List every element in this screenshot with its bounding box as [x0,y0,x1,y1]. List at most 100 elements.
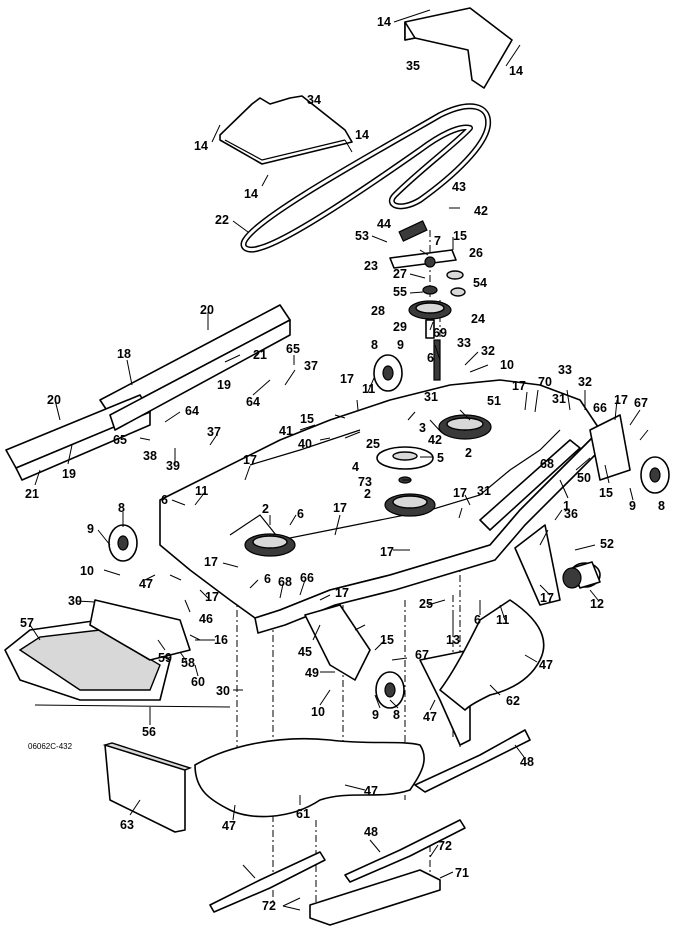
drawing-code: 06062C-432 [28,742,73,751]
callout-2: 2 [465,446,472,460]
callout-55: 55 [393,285,407,299]
callout-9: 9 [87,522,94,536]
callout-20: 20 [200,303,214,317]
callout-13: 13 [446,633,460,647]
callout-47: 47 [364,784,378,798]
gauge-wheels [108,354,670,709]
callout-47: 47 [139,577,153,591]
callout-69: 69 [433,326,447,340]
anti-scalp-roller [562,561,601,589]
callout-42: 42 [474,204,488,218]
callout-15: 15 [599,486,613,500]
callout-23: 23 [364,259,378,273]
callout-67: 67 [634,396,648,410]
callout-6: 6 [474,613,481,627]
callout-27: 27 [393,267,407,281]
callout-50: 50 [577,471,591,485]
callout-20: 20 [47,393,61,407]
callout-14: 14 [244,187,258,201]
callout-63: 63 [120,818,134,832]
callout-31: 31 [477,484,491,498]
callout-35: 35 [406,59,420,73]
callout-6: 6 [427,351,434,365]
callout-36: 36 [564,507,578,521]
callout-44: 44 [377,217,391,231]
callout-59: 59 [158,651,172,665]
callout-52: 52 [600,537,614,551]
callout-4: 4 [352,460,359,474]
callout-18: 18 [117,347,131,361]
callout-65: 65 [113,433,127,447]
callout-47: 47 [423,710,437,724]
callout-17: 17 [204,555,218,569]
callouts: 14 35 14 34 14 14 14 22 43 42 44 53 7 15… [20,15,665,913]
callout-2: 2 [364,487,371,501]
deck-baffles [194,599,545,818]
callout-29: 29 [393,320,407,334]
callout-71: 71 [455,866,469,880]
callout-5: 5 [437,451,444,465]
callout-10: 10 [311,705,325,719]
callout-72: 72 [262,899,276,913]
callout-34: 34 [307,93,321,107]
callout-31: 31 [424,390,438,404]
callout-31: 31 [552,392,566,406]
callout-60: 60 [191,675,205,689]
callout-32: 32 [578,375,592,389]
callout-67: 67 [415,648,429,662]
callout-10: 10 [80,564,94,578]
callout-17: 17 [380,545,394,559]
callout-9: 9 [629,499,636,513]
callout-42: 42 [428,433,442,447]
belt-cover-rear [404,7,513,89]
callout-40: 40 [298,437,312,451]
callout-11: 11 [362,382,375,396]
callout-33: 33 [558,363,572,377]
callout-9: 9 [372,708,379,722]
callout-41: 41 [279,424,293,438]
callout-48: 48 [364,825,378,839]
drive-belt [240,103,492,253]
callout-15: 15 [300,412,314,426]
callout-17: 17 [340,372,354,386]
callout-17: 17 [540,591,554,605]
spindle-pulleys [244,414,492,557]
callout-28: 28 [371,304,385,318]
callout-37: 37 [304,359,318,373]
callout-8: 8 [371,338,378,352]
callout-9: 9 [397,338,404,352]
callout-16: 16 [214,633,228,647]
callout-73: 73 [358,475,372,489]
callout-47: 47 [222,819,236,833]
callout-39: 39 [166,459,180,473]
callout-17: 17 [614,393,628,407]
callout-64: 64 [246,395,260,409]
callout-1: 1 [563,499,570,513]
callout-65: 65 [286,342,300,356]
callout-21: 21 [25,487,39,501]
callout-38: 38 [143,449,157,463]
callout-14: 14 [355,128,369,142]
callout-2: 2 [262,502,269,516]
callout-19: 19 [217,378,231,392]
callout-24: 24 [471,312,485,326]
callout-72: 72 [438,839,452,853]
callout-58: 58 [181,656,195,670]
callout-30: 30 [216,684,230,698]
callout-6: 6 [264,572,271,586]
callout-7: 7 [434,234,441,248]
callout-14: 14 [194,139,208,153]
callout-8: 8 [393,708,400,722]
leader-lines [29,9,649,911]
callout-8: 8 [118,501,125,515]
callout-10: 10 [500,358,514,372]
callout-48: 48 [520,755,534,769]
callout-3: 3 [419,421,426,435]
callout-19: 19 [62,467,76,481]
callout-14: 14 [509,64,523,78]
callout-33: 33 [457,336,471,350]
callout-43: 43 [452,180,466,194]
callout-25: 25 [419,597,433,611]
callout-37: 37 [207,425,221,439]
